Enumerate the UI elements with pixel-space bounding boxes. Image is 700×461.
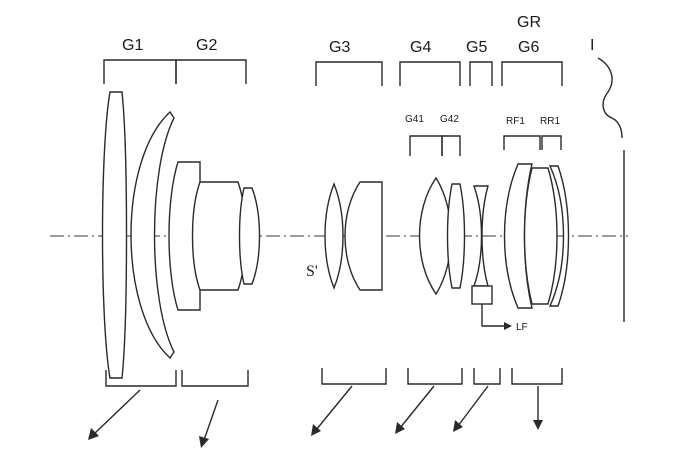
bracket-g5-bottom — [473, 368, 501, 385]
label-lf: LF — [516, 322, 528, 333]
lens-g42 — [446, 183, 466, 289]
lens-g41 — [418, 176, 452, 296]
label-gr: GR — [517, 14, 541, 31]
lens-g2-2 — [191, 181, 247, 291]
lens-g2-1 — [168, 161, 201, 311]
image-plane-curve — [597, 57, 623, 139]
bracket-rr1 — [541, 135, 562, 150]
bracket-g6-top — [501, 61, 563, 86]
bracket-g6-bottom — [511, 368, 563, 385]
label-image-plane: I — [590, 37, 594, 54]
lens-g3-2 — [344, 181, 383, 291]
lens-rr1 — [548, 165, 570, 307]
bracket-g3-bottom — [321, 368, 387, 385]
lens-g3-1 — [324, 182, 344, 290]
label-rf1: RF1 — [506, 116, 525, 127]
bracket-rf1 — [503, 135, 541, 150]
arrow-g4 — [395, 385, 435, 434]
bracket-g42 — [441, 135, 461, 156]
label-stop: S' — [306, 263, 318, 280]
label-g5: G5 — [466, 39, 487, 56]
lens-g1-2 — [130, 110, 175, 360]
lens-g1-1 — [101, 91, 128, 379]
label-g1: G1 — [122, 37, 143, 54]
arrow-g6 — [533, 386, 543, 430]
label-g4: G4 — [410, 39, 431, 56]
arrow-g3 — [311, 385, 353, 436]
arrow-g1 — [88, 389, 141, 440]
label-g42: G42 — [440, 114, 459, 125]
lf-leader — [481, 304, 504, 327]
bracket-g3-top — [315, 61, 383, 86]
bracket-g5-top — [469, 61, 493, 86]
bracket-g1-bottom — [105, 370, 177, 387]
bracket-g2-top — [175, 59, 247, 84]
label-g2: G2 — [196, 37, 217, 54]
bracket-g4-top — [399, 61, 461, 86]
lf-arrow-head — [504, 322, 512, 330]
bracket-g41 — [409, 135, 443, 156]
label-rr1: RR1 — [540, 116, 560, 127]
lens-g2-3 — [238, 187, 261, 285]
lens-rf1-2 — [523, 167, 558, 305]
bracket-g4-bottom — [407, 368, 463, 385]
arrow-g5 — [453, 385, 489, 432]
label-g6: G6 — [518, 39, 539, 56]
bracket-g2-bottom — [181, 370, 249, 387]
bracket-g1-top — [103, 59, 177, 84]
lf-block — [471, 285, 493, 305]
label-g3: G3 — [329, 39, 350, 56]
label-g41: G41 — [405, 114, 424, 125]
arrow-g2 — [199, 399, 219, 448]
